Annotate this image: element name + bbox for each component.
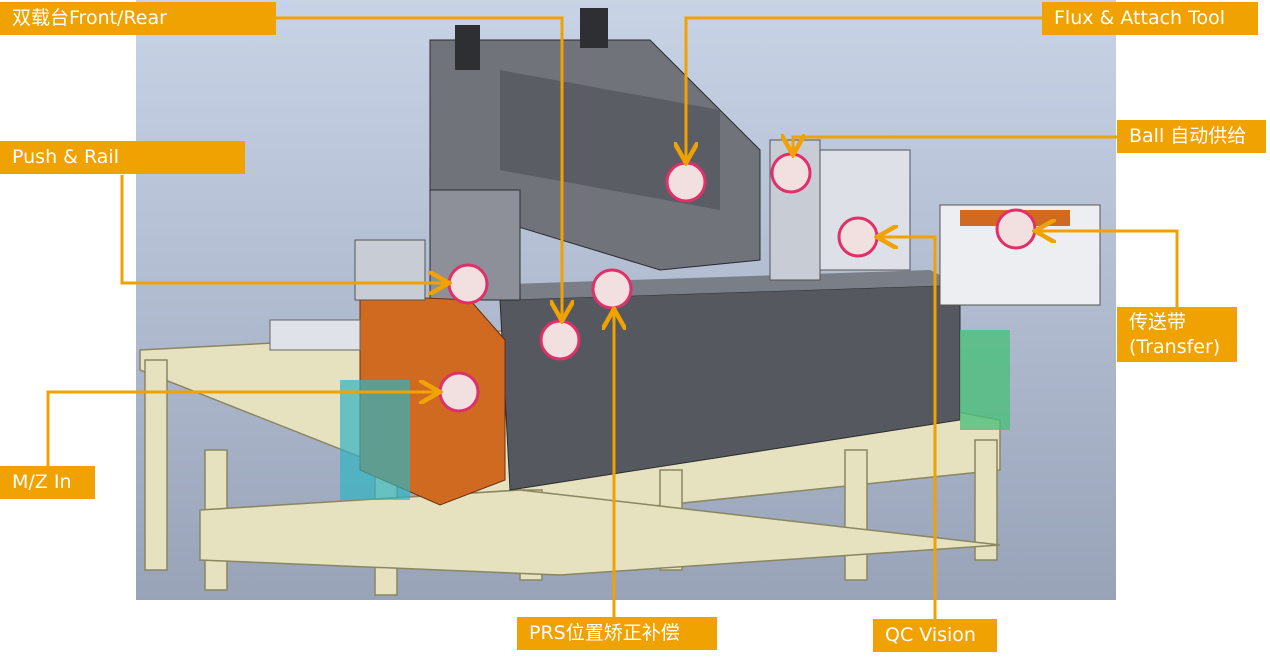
inspection-markers [438, 152, 1037, 413]
marker-prs [591, 268, 633, 310]
marker-transfer [995, 208, 1037, 250]
label-qc-vision: QC Vision [873, 619, 997, 652]
line-ball [793, 137, 1117, 152]
label-mz-in: M/Z In [0, 466, 95, 499]
line-transfer [1038, 231, 1179, 307]
callout-lines [46, 16, 1179, 619]
label-prs: PRS位置矫正补偿 [517, 617, 717, 650]
marker-mz [438, 371, 480, 413]
line-flux [686, 16, 1042, 160]
label-push-rail: Push & Rail [0, 141, 245, 174]
line-qc [880, 237, 937, 619]
label-transfer-en: (Transfer) [1129, 336, 1221, 358]
line-dual-stage [276, 16, 562, 318]
marker-flux [665, 161, 707, 203]
label-ball-feed: Ball 自动供给 [1117, 120, 1266, 153]
label-transfer-cn: 传送带 [1129, 311, 1187, 333]
marker-push [447, 263, 489, 305]
label-transfer: 传送带 (Transfer) [1117, 307, 1237, 362]
label-flux-attach: Flux & Attach Tool [1042, 2, 1258, 35]
line-mz [46, 392, 437, 466]
line-push-rail [120, 175, 446, 283]
marker-ball [770, 152, 812, 194]
marker-stage [539, 319, 581, 361]
label-dual-stage: 双载台Front/Rear [0, 2, 276, 35]
marker-qc [837, 216, 879, 258]
